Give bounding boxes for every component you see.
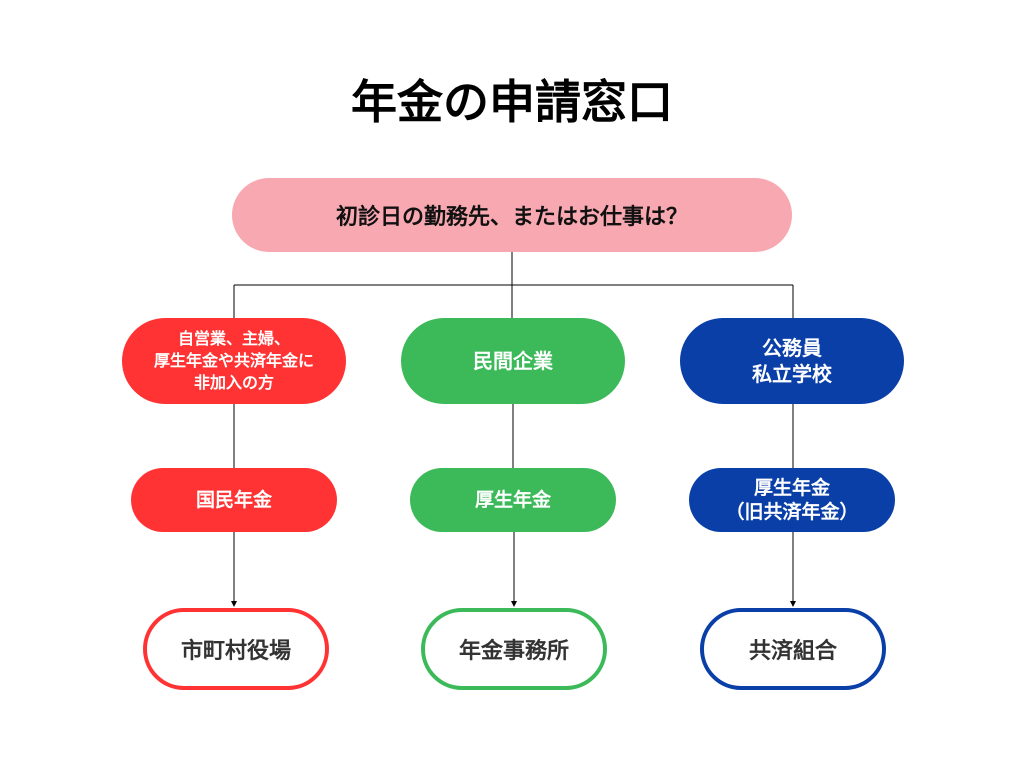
office-mutual-aid-association: 共済組合 xyxy=(700,608,886,690)
office-pension-office: 年金事務所 xyxy=(421,608,607,690)
category-self-employed: 自営業、主婦、 厚生年金や共済年金に 非加入の方 xyxy=(122,318,346,404)
question-node: 初診日の勤務先、またはお仕事は？ xyxy=(232,178,792,252)
office-city-hall: 市町村役場 xyxy=(143,608,329,690)
page-title: 年金の申請窓口 xyxy=(351,75,673,129)
category-private-company: 民間企業 xyxy=(401,318,625,404)
pension-employees: 厚生年金 xyxy=(410,468,616,532)
category-public-servant: 公務員 私立学校 xyxy=(680,318,904,404)
pension-employees-former-mutual: 厚生年金 （旧共済年金） xyxy=(689,468,895,532)
pension-national: 国民年金 xyxy=(131,468,337,532)
